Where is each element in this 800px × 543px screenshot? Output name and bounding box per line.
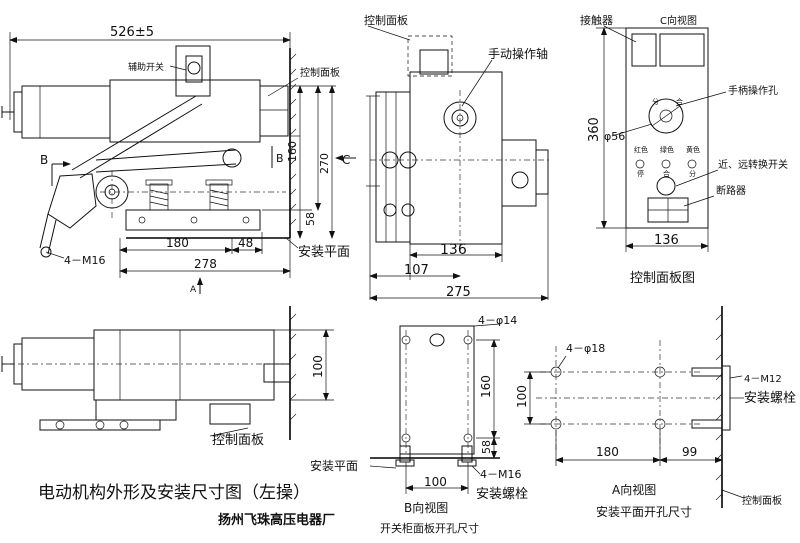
a-view: [524, 306, 745, 508]
a-view-caption: 安装平面开孔尺寸: [596, 504, 692, 519]
handle-hole-label: 手柄操作孔: [728, 84, 778, 97]
switch-open-label: 分: [652, 97, 659, 106]
a-dim-100: 100: [515, 385, 529, 408]
b-view-labels: 4－φ14 160 58 100 安装平面 4－M16 安装螺栓 B向视图 开关…: [310, 314, 528, 535]
control-panel-label: 控制面板: [300, 66, 340, 79]
panel-view: [596, 25, 727, 252]
aux-switch-label: 辅助开关: [128, 61, 164, 73]
side-control-panel-label: 控制面板: [364, 13, 408, 27]
b-dim-58: 58: [480, 440, 493, 454]
arrow-b2-label: B: [276, 152, 284, 165]
a-view-labels: 4－φ18 100 180 99 4－M12 安装螺栓 A向视图 安装平面开孔尺…: [515, 342, 796, 519]
dim-48: 48: [238, 236, 253, 250]
c-view-label: C向视图: [660, 14, 697, 27]
bottom-dim-100: 100: [311, 355, 325, 378]
side-dim-136: 136: [440, 242, 467, 258]
arrow-a-label: A: [190, 285, 197, 295]
side-dim-107: 107: [404, 263, 429, 278]
panel-view-labels: 接触器 C向视图 手柄操作孔 φ56 360 红色 绿色 黄色 停 合 分 分 …: [580, 13, 788, 286]
b-mount-plane-label: 安装平面: [310, 458, 358, 473]
mount-plane-label: 安装平面: [298, 245, 350, 260]
b-dim-160: 160: [479, 375, 493, 398]
dim-278: 278: [194, 257, 217, 271]
panel-dim-136: 136: [654, 233, 679, 248]
yellow-label: 黄色: [686, 145, 700, 154]
overall-width-dim: 526±5: [110, 25, 154, 40]
dim-270: 270: [318, 153, 331, 174]
arrow-b-label: B: [40, 153, 48, 167]
b-mount-bolt-label: 安装螺栓: [476, 487, 528, 502]
bottom-view-labels: 100 控制面板: [212, 355, 325, 448]
bolt-spec-label: 4－M16: [64, 254, 106, 267]
bottom-control-panel-label: 控制面板: [212, 433, 264, 448]
stop-label: 停: [637, 169, 644, 178]
manufacturer-label: 扬州飞珠高压电器厂: [218, 512, 335, 528]
phi56-label: φ56: [604, 130, 625, 143]
panel-caption: 控制面板图: [630, 271, 695, 286]
drawing-title: 电动机构外形及安装尺寸图（左操）: [38, 483, 310, 503]
dim-180: 180: [166, 236, 189, 250]
green-label: 绿色: [660, 145, 674, 154]
side-view: [366, 25, 550, 301]
manual-shaft-label: 手动操作轴: [488, 46, 548, 61]
dim-58: 58: [304, 212, 317, 226]
side-dim-275: 275: [446, 285, 471, 300]
close-label: 合: [663, 169, 670, 178]
b-view-caption: 开关柜面板开孔尺寸: [380, 521, 479, 535]
a-dim-180: 180: [596, 445, 619, 459]
front-view-labels: 526±5 辅助开关 控制面板 160 270 58 180 48 278 安装…: [40, 25, 350, 295]
b-bolt-spec-label: 4－M16: [480, 468, 522, 481]
contactor-label: 接触器: [580, 13, 613, 27]
open-label: 分: [689, 169, 696, 178]
a-mount-bolt-label: 安装螺栓: [744, 391, 796, 406]
a-dim-99: 99: [682, 445, 697, 459]
arrow-c-label: C: [342, 153, 350, 167]
red-label: 红色: [634, 145, 648, 154]
b-view: [369, 323, 501, 494]
switch-close-label: 合: [676, 97, 683, 106]
breaker-label: 断路器: [716, 184, 746, 197]
dim-160: 160: [286, 141, 299, 162]
b-holes-label: 4－φ14: [478, 314, 517, 327]
a-control-panel-label: 控制面板: [742, 494, 782, 507]
b-dim-100: 100: [424, 475, 447, 489]
side-view-labels: 控制面板 手动操作轴 136 107 275: [364, 13, 548, 300]
local-remote-label: 近、远转换开关: [718, 158, 788, 171]
a-view-label: A向视图: [612, 482, 656, 497]
b-view-label: B向视图: [404, 500, 448, 515]
dim-360: 360: [587, 117, 602, 142]
a-bolt-spec-label: 4－M12: [744, 374, 782, 385]
front-view: [1, 32, 356, 294]
bottom-view: [1, 306, 334, 440]
a-holes-label: 4－φ18: [566, 342, 605, 355]
